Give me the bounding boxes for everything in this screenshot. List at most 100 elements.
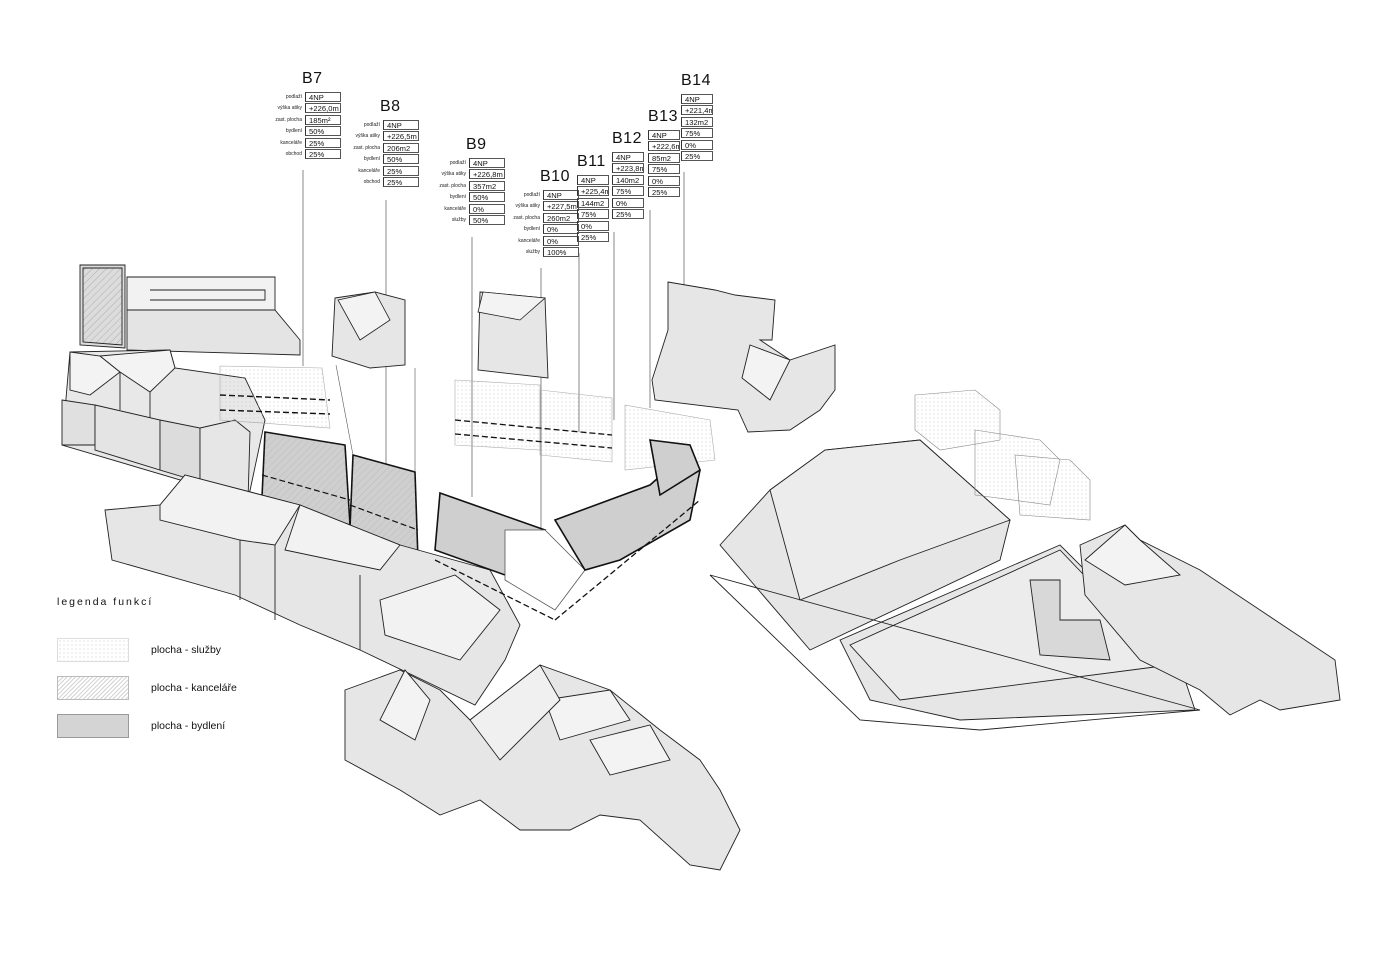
block-table-row: výška atiky+226,8m xyxy=(426,169,505,181)
legend-item-kancelare: plocha - kanceláře xyxy=(57,676,237,700)
legend-swatch-bydleni xyxy=(57,714,129,738)
block-table-row: 75% xyxy=(577,209,609,221)
block-table-row: 4NP xyxy=(648,129,680,141)
row-value: 100% xyxy=(543,247,579,258)
block-table-row: +222,6m xyxy=(648,141,680,153)
row-value: 25% xyxy=(577,232,609,243)
row-value: 4NP xyxy=(577,174,609,185)
row-value: +225,4m xyxy=(577,186,609,197)
legend-item-bydleni: plocha - bydlení xyxy=(57,714,237,738)
row-value: 260m2 xyxy=(543,212,579,223)
block-table-row: 25% xyxy=(612,209,644,221)
row-value: 0% xyxy=(577,220,609,231)
block-table-row: 0% xyxy=(681,139,713,151)
block-table-row: +225,4m xyxy=(577,186,609,198)
row-value: 0% xyxy=(681,139,713,150)
row-label: podlaží xyxy=(523,191,540,198)
row-label: služby xyxy=(525,249,540,256)
row-value: 75% xyxy=(577,209,609,220)
row-value: 25% xyxy=(648,187,680,198)
row-label: obchod xyxy=(363,179,380,186)
row-label: kanceláře xyxy=(518,237,540,244)
row-value: 50% xyxy=(305,126,341,137)
block-title: B13 xyxy=(648,108,678,125)
row-value: 140m2 xyxy=(612,174,644,185)
legend: legenda funkcí plocha - služby plocha - … xyxy=(57,596,237,752)
row-label: bydlení xyxy=(523,226,540,233)
existing-building-east-mid xyxy=(651,281,836,433)
row-value: 25% xyxy=(612,209,644,220)
block-table-row: 25% xyxy=(648,187,680,199)
row-value: 4NP xyxy=(469,157,505,168)
block-table-row: 4NP xyxy=(681,93,713,105)
block-table-row: 75% xyxy=(612,186,644,198)
row-value: 25% xyxy=(305,149,341,160)
block-title: B11 xyxy=(577,153,606,170)
row-value: 0% xyxy=(612,197,644,208)
proposed-blocks-east xyxy=(914,389,1091,521)
row-value: +226,8m xyxy=(469,169,505,180)
row-value: 50% xyxy=(469,192,505,203)
legend-swatch-kancelare xyxy=(57,676,129,700)
row-value: 4NP xyxy=(543,189,579,200)
row-label: výška atiky xyxy=(441,171,466,178)
row-value: +222,6m xyxy=(648,141,680,152)
block-table-row: 0% xyxy=(577,220,609,232)
legend-title: legenda funkcí xyxy=(57,596,154,608)
existing-buildings-far-east xyxy=(1079,524,1341,716)
block-title: B14 xyxy=(681,72,711,89)
row-value: 75% xyxy=(648,164,680,175)
block-table-row: 25% xyxy=(681,151,713,163)
block-table-row: 75% xyxy=(681,128,713,140)
row-label: kanceláře xyxy=(358,167,380,174)
row-value: 0% xyxy=(543,224,579,235)
row-label: výška atiky xyxy=(355,133,380,140)
block-table-row: 4NP xyxy=(612,151,644,163)
existing-building-central xyxy=(104,474,521,706)
row-value: 357m2 xyxy=(469,180,505,191)
row-value: 0% xyxy=(543,235,579,246)
row-value: 4NP xyxy=(383,119,419,130)
row-value: +221,4m xyxy=(681,105,713,116)
row-value: 132m2 xyxy=(681,116,713,127)
block-table-row: 144m2 xyxy=(577,197,609,209)
block-table-row: 75% xyxy=(648,164,680,176)
block-title: B10 xyxy=(540,168,570,185)
row-label: kanceláře xyxy=(444,205,466,212)
row-value: 185m² xyxy=(305,114,341,125)
row-label: bydlení xyxy=(363,156,380,163)
row-value: +226,5m xyxy=(383,131,419,142)
block-table-row: 4NP xyxy=(577,174,609,186)
row-label: obchod xyxy=(285,151,302,158)
row-value: 4NP xyxy=(612,151,644,162)
row-label: výška atiky xyxy=(515,203,540,210)
block-table-row: 0% xyxy=(648,175,680,187)
row-label: podlaží xyxy=(363,121,380,128)
row-value: +226,0m xyxy=(305,103,341,114)
block-table-row: 25% xyxy=(577,232,609,244)
row-value: 85m2 xyxy=(648,152,680,163)
row-value: 4NP xyxy=(681,93,713,104)
block-table-row: 132m2 xyxy=(681,116,713,128)
